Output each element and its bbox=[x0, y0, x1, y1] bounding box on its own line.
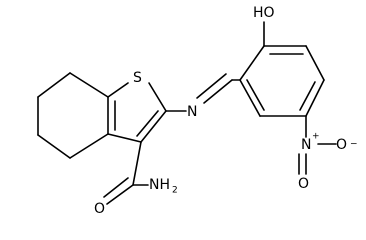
hydroxyl-label: HO bbox=[253, 5, 275, 21]
nitro-oxygen-right-label: O bbox=[336, 137, 347, 153]
amide-hydrogen-subscript: 2 bbox=[172, 186, 178, 196]
bonds bbox=[37, 21, 337, 205]
amide-nitrogen-label: NH bbox=[149, 177, 170, 193]
amide-oxygen-label: O bbox=[94, 201, 105, 217]
bond-c5-c6 bbox=[69, 72, 109, 98]
bond-c1-c2 bbox=[69, 133, 109, 159]
bond-c4-c5 bbox=[37, 72, 71, 98]
bond-c2-c3-thiophene bbox=[140, 110, 167, 143]
atom-labels: S HO N N + O − O NH 2 O bbox=[94, 5, 358, 217]
bond-ar4-ar5 bbox=[305, 79, 325, 117]
imine-nitrogen-label: N bbox=[187, 104, 197, 120]
bond-n-ch-double bbox=[196, 73, 227, 99]
bond-c2-c3-double bbox=[136, 110, 159, 137]
bond-s-c7a bbox=[107, 82, 129, 98]
bond-carbonyl-o-double bbox=[103, 177, 129, 198]
bond-s-c2 bbox=[148, 82, 167, 112]
bond-ar3-ar4 bbox=[305, 45, 325, 81]
sulfur-label: S bbox=[133, 70, 142, 86]
bond-aromatic-left bbox=[246, 79, 265, 111]
nitro-plus-charge: + bbox=[312, 132, 320, 142]
bond-ar6-ar1 bbox=[239, 79, 261, 117]
nitro-minus-charge: − bbox=[350, 140, 358, 150]
bond-n-ch bbox=[203, 79, 233, 104]
bond-ar1-ar2 bbox=[239, 45, 265, 81]
bond-c2-c3 bbox=[37, 134, 71, 159]
bond-aromatic-right bbox=[299, 81, 316, 111]
nitro-oxygen-down-label: O bbox=[298, 176, 309, 192]
nitro-nitrogen-label: N bbox=[301, 137, 311, 153]
bond-carbonyl-o bbox=[106, 184, 134, 205]
bond-c3-c3a bbox=[107, 133, 142, 143]
chemical-structure: S HO N N + O − O NH 2 O bbox=[37, 5, 358, 217]
bond-c3-carbonyl bbox=[132, 141, 142, 186]
